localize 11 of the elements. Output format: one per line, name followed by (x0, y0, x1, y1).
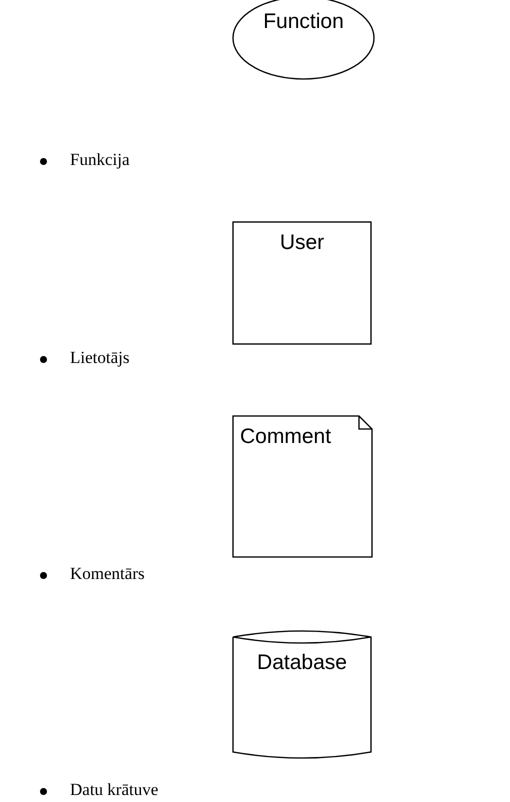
bullet-text: Funkcija (70, 150, 130, 170)
bullet-text: Lietotājs (70, 348, 130, 368)
bullet-text: Komentārs (70, 564, 145, 584)
shape-label: User (280, 231, 324, 254)
shape-label: Comment (240, 425, 332, 448)
database-cylinder (232, 629, 372, 760)
shape-label: Database (257, 651, 347, 674)
shape-label: Function (263, 10, 344, 33)
comment-note (232, 415, 373, 558)
bullet-text: Datu krātuve (70, 780, 158, 800)
user-box (232, 221, 372, 345)
